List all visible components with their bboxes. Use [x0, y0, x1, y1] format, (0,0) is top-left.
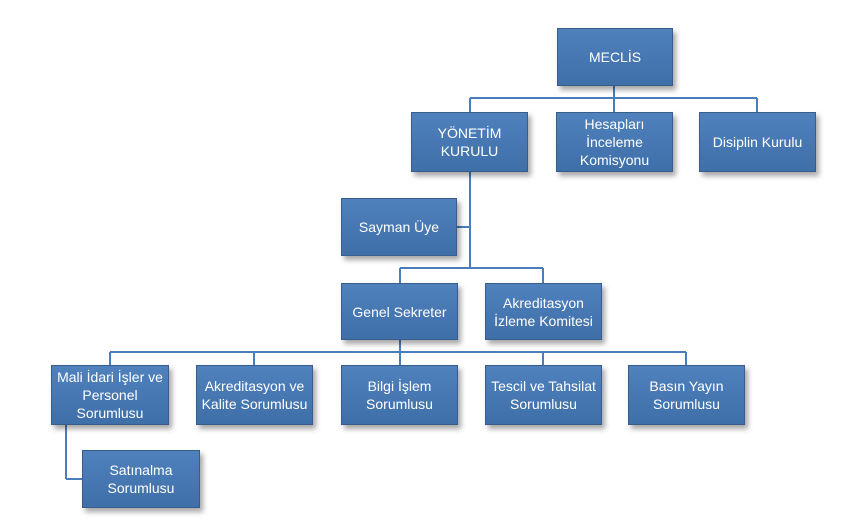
box-tescil-tahsilat: Tescil ve Tahsilat Sorumlusu: [485, 365, 602, 425]
box-meclis: MECLİS: [557, 28, 673, 86]
box-hesaplari-inceleme: Hesapları İnceleme Komisyonu: [556, 112, 673, 172]
box-label: Bilgi İşlem Sorumlusu: [366, 378, 433, 412]
box-genel-sekreter: Genel Sekreter: [341, 283, 458, 340]
box-sayman-uye: Sayman Üye: [341, 198, 457, 256]
box-label: Genel Sekreter: [352, 303, 447, 320]
box-label: Tescil ve Tahsilat Sorumlusu: [491, 378, 596, 412]
box-label: Disiplin Kurulu: [712, 134, 803, 150]
box-label: Mali İdari İşler ve Personel Sorumlusu: [57, 369, 163, 421]
box-akreditasyon-kalite: Akreditasyon ve Kalite Sorumlusu: [196, 365, 313, 425]
box-disiplin-kurulu: Disiplin Kurulu: [699, 112, 816, 172]
box-label: Basın Yayın Sorumlusu: [649, 378, 724, 412]
box-label: MECLİS: [588, 49, 642, 65]
box-label: Akreditasyon İzleme Komitesi: [494, 294, 593, 329]
box-label: YÖNETİM KURULU: [437, 125, 502, 159]
box-label: Hesapları İnceleme Komisyonu: [579, 116, 650, 168]
box-yonetim-kurulu: YÖNETİM KURULU: [411, 112, 528, 172]
box-label: Sayman Üye: [358, 219, 440, 235]
box-akreditasyon-izleme: Akreditasyon İzleme Komitesi: [485, 283, 602, 340]
box-label: Akreditasyon ve Kalite Sorumlusu: [201, 378, 308, 412]
box-satinalma: Satınalma Sorumlusu: [82, 450, 200, 508]
box-mali-idari: Mali İdari İşler ve Personel Sorumlusu: [51, 365, 169, 425]
box-label: Satınalma Sorumlusu: [107, 462, 175, 496]
box-bilgi-islem: Bilgi İşlem Sorumlusu: [341, 365, 458, 425]
box-basin-yayin: Basın Yayın Sorumlusu: [628, 365, 745, 425]
